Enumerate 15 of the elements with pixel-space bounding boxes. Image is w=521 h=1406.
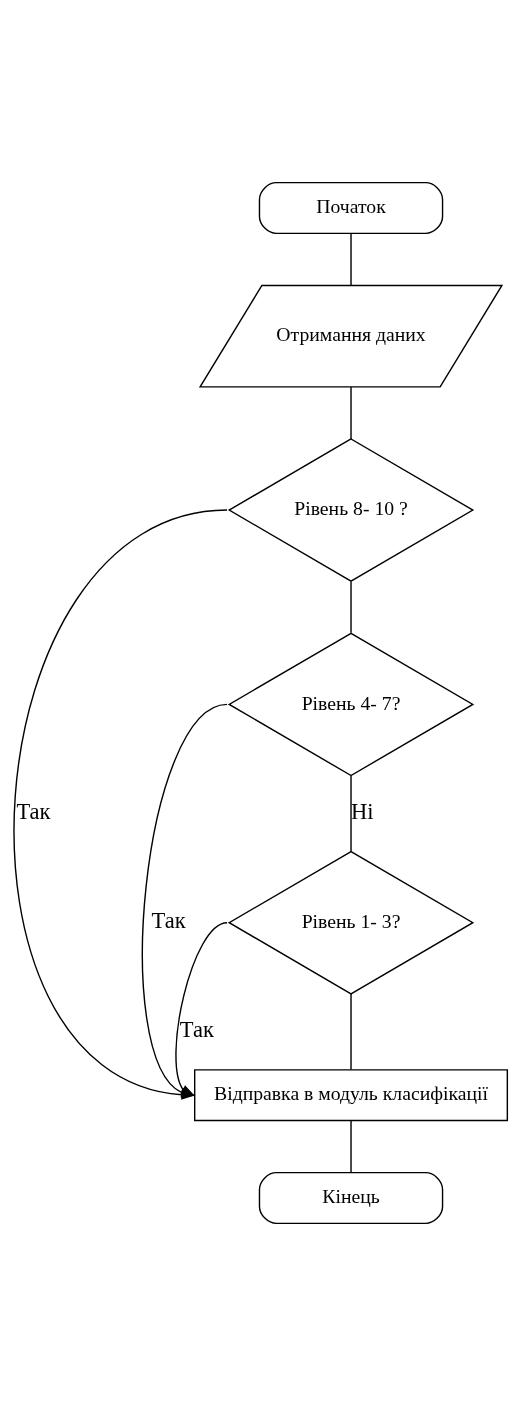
node-diamond: Рівень 8- 10 ? [227, 438, 475, 582]
node-box: Відправка в модуль класифікації [194, 1069, 509, 1122]
connector [350, 581, 352, 634]
connector [350, 775, 352, 852]
node-box: Кінець [258, 1171, 444, 1225]
edge-label: Так [16, 798, 51, 824]
edge-label: Так [179, 1017, 214, 1043]
node-diamond: Рівень 4- 7? [227, 632, 475, 777]
node-diamond: Рівень 1- 3? [227, 850, 475, 995]
connector [350, 232, 352, 286]
node-box: Початок [258, 181, 444, 235]
connector [350, 386, 352, 440]
connector [350, 993, 352, 1071]
edge-label: Так [151, 908, 186, 934]
connector [350, 1120, 352, 1174]
